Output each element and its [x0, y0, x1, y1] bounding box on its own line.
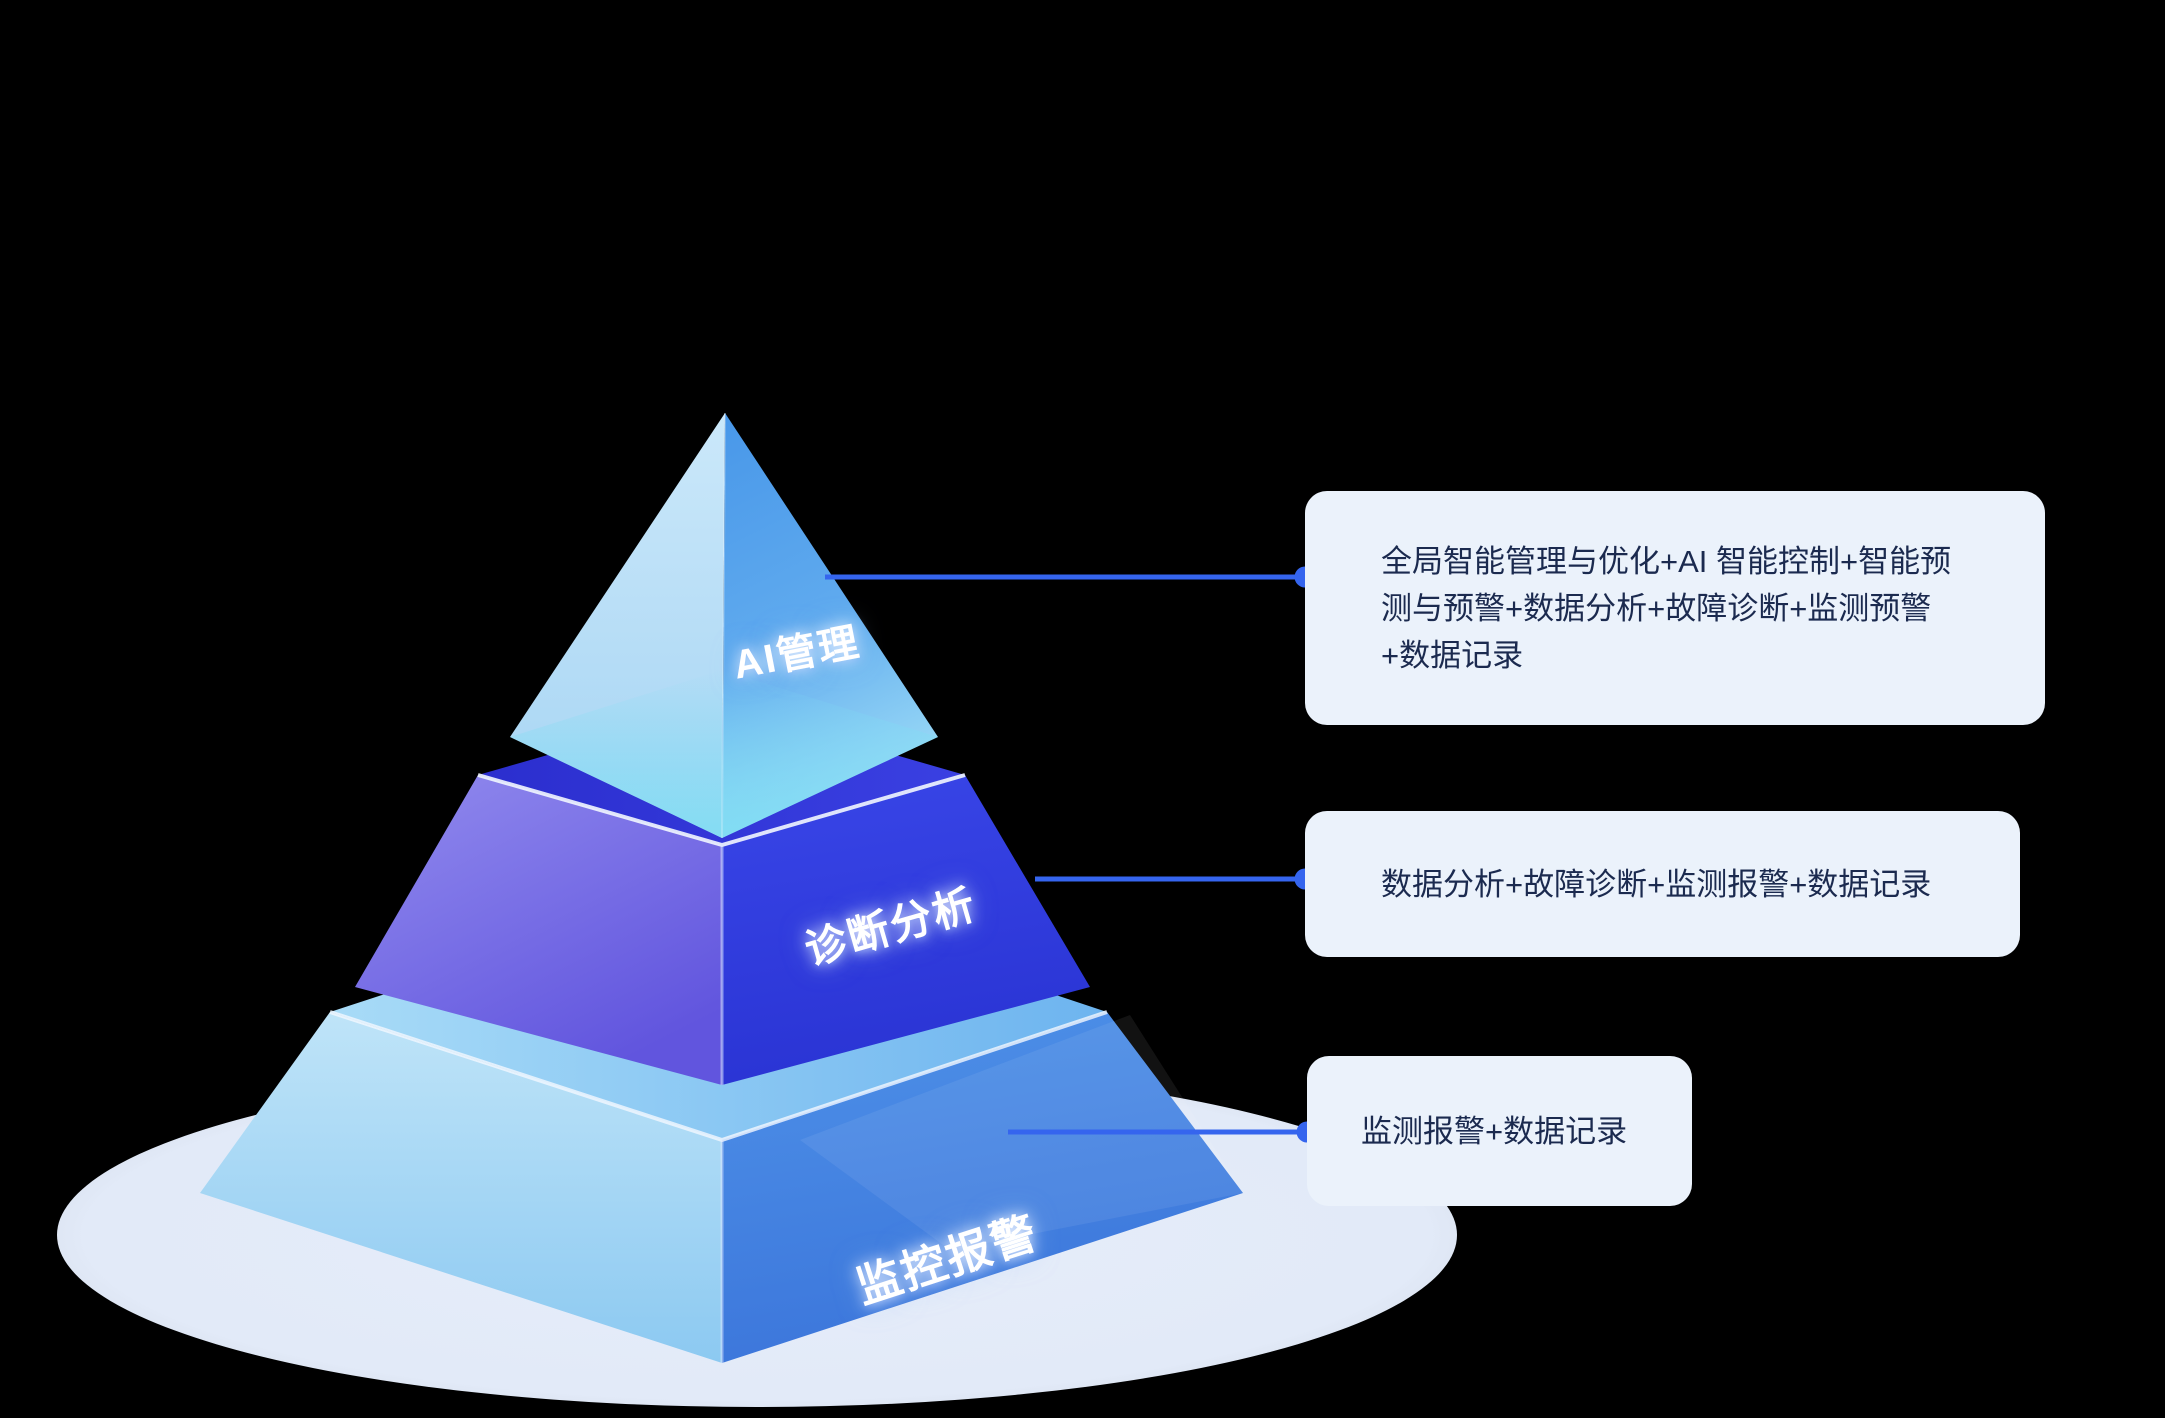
- callout-card-top: 全局智能管理与优化+AI 智能控制+智能预测与预警+数据分析+故障诊断+监测预警…: [1305, 491, 2045, 725]
- callout-card-middle: 数据分析+故障诊断+监测报警+数据记录: [1305, 811, 2020, 957]
- tier-bottom-left-face: [200, 1012, 722, 1363]
- tier-top-base-glow: [510, 670, 938, 838]
- tier-top-corner-edge: [721, 412, 726, 839]
- callout-card-bottom: 监测报警+数据记录: [1307, 1056, 1692, 1206]
- callout-text-middle: 数据分析+故障诊断+监测报警+数据记录: [1381, 866, 1932, 902]
- tier-bottom-right-face: [722, 1012, 1243, 1363]
- tier-middle-right-face: [722, 775, 1090, 1085]
- callout-text-bottom: 监测报警+数据记录: [1361, 1113, 1628, 1149]
- callout-text-top: 全局智能管理与优化+AI 智能控制+智能预测与预警+数据分析+故障诊断+监测预警…: [1381, 543, 1952, 673]
- tier-middle-left-face: [355, 775, 722, 1085]
- pyramid-tier-top: [510, 412, 938, 839]
